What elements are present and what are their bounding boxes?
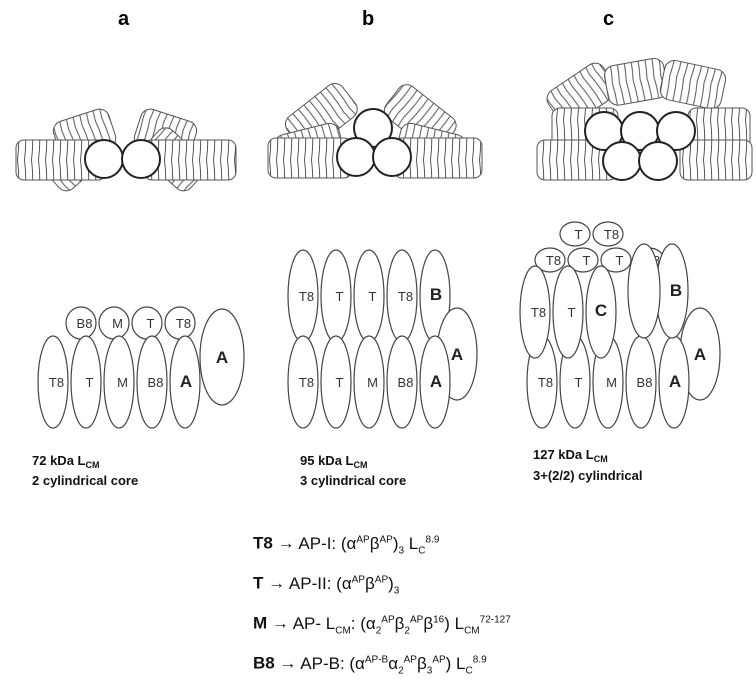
panel-c-front-row: T8 T M B8	[526, 335, 657, 429]
panel-b-caption-line1: 95 kDa LCM	[300, 453, 367, 470]
cylinder	[592, 221, 624, 247]
panel-c-top-illustration	[536, 58, 753, 181]
panel-letter-c: c	[603, 8, 614, 30]
cylinder-label: A	[180, 372, 192, 391]
cylinder-label: T8	[176, 316, 191, 331]
legend-row: T8 → AP-I: (αAPβAP)3 LC8.9	[253, 525, 511, 565]
cylinder-label: T8	[299, 289, 314, 304]
cylinder	[103, 335, 135, 429]
cylinder-label: M	[117, 375, 128, 390]
cylinder-label: T	[369, 289, 377, 304]
cylinder-label: B	[430, 285, 442, 304]
panel-a-top-illustration	[15, 108, 237, 192]
cylinder	[534, 247, 566, 273]
panel-b-front-row: T8 T M B8	[287, 335, 418, 429]
legend-key: B8	[253, 653, 275, 673]
legend-key: T	[253, 573, 264, 593]
svg-text:A: A	[694, 345, 706, 364]
legend-row: M → AP- LCM: (α2APβ2APβ16) LCM72-127	[253, 605, 511, 645]
cylinder	[287, 335, 319, 429]
legend-key: M	[253, 613, 268, 633]
cylinder-label: T	[568, 305, 576, 320]
cylinder	[37, 335, 69, 429]
cylinder-label: T8	[604, 227, 619, 242]
cylinder-label: C	[595, 301, 607, 320]
panel-a-caption-line2: 2 cylindrical core	[32, 473, 138, 488]
legend-text: AP-II: (αAPβAP)3	[288, 573, 400, 597]
svg-text:A: A	[451, 345, 463, 364]
legend-text: AP-B: (αAP-Bα2APβ3AP) LC8.9	[300, 653, 487, 677]
panel-a-caption-line1: 72 kDa LCM	[32, 453, 99, 470]
cylinder	[519, 265, 551, 359]
cylinder-label: T8	[49, 375, 64, 390]
svg-text:A: A	[216, 348, 228, 367]
panel-c-left-block: T8 T	[519, 265, 584, 359]
legend-row: T → AP-II: (αAPβAP)3	[253, 565, 511, 605]
cylinder-label: M	[112, 316, 123, 331]
cylinder	[552, 265, 584, 359]
cylinder-diagrams: AB8MTT8T8TMB8AT8TTT8BAT8TMB8ATT8T8TTT8AT…	[37, 221, 721, 429]
panel-letter-b: b	[362, 8, 374, 30]
cylinder-label: A	[430, 372, 442, 391]
cylinder	[627, 243, 661, 339]
panel-c-top-row: T T8	[559, 221, 624, 247]
cylinder	[567, 247, 599, 273]
panel-c-end-disc: A	[679, 307, 721, 401]
panel-b-top-illustration	[267, 83, 483, 179]
panel-letter-a: a	[118, 8, 130, 30]
cylinder-label: T	[575, 227, 583, 242]
cylinder-label: T8	[538, 375, 553, 390]
cylinder-label: M	[606, 375, 617, 390]
cylinder-label: T	[616, 253, 624, 268]
cylinder-label: T8	[398, 289, 413, 304]
cylinder-label: T8	[299, 375, 314, 390]
cylinder-label: T	[86, 375, 94, 390]
cylinder-label: T	[575, 375, 583, 390]
legend-arrow: →	[271, 613, 289, 633]
cylinder-label: A	[669, 372, 681, 391]
legend: T8 → AP-I: (αAPβAP)3 LC8.9 T → AP-II: (α…	[253, 525, 511, 685]
cylinder-label: T	[336, 289, 344, 304]
legend-key: T8	[253, 533, 273, 553]
legend-arrow: →	[279, 653, 297, 673]
panel-a-front-row: T8 T M B8	[37, 335, 168, 429]
cylinder	[353, 335, 385, 429]
legend-arrow: →	[268, 573, 286, 593]
cylinder-label: T	[147, 316, 155, 331]
cylinder	[386, 335, 418, 429]
cylinder-label: T8	[546, 253, 561, 268]
cylinder-label: T	[583, 253, 591, 268]
legend-text: AP-I: (αAPβAP)3 LC8.9	[298, 533, 440, 557]
cylinder-label: B8	[398, 375, 414, 390]
cylinder	[320, 335, 352, 429]
panel-c-caption-line1: 127 kDa LCM	[533, 447, 608, 464]
cylinder-label: T	[336, 375, 344, 390]
panel-b-caption-line2: 3 cylindrical core	[300, 473, 406, 488]
panel-c-caption-line2: 3+(2/2) cylindrical	[533, 468, 642, 483]
panel-b-top-row: T8 T T T8	[287, 249, 418, 343]
cylinder	[600, 247, 632, 273]
cylinder-label: B8	[77, 316, 93, 331]
legend-row: B8 → AP-B: (αAP-Bα2APβ3AP) LC8.9	[253, 645, 511, 685]
cylinder-label: B8	[148, 375, 164, 390]
cylinder-label: M	[367, 375, 378, 390]
panel-a-back-row: B8 M T T8	[65, 306, 196, 340]
cylinder	[136, 335, 168, 429]
legend-arrow: →	[277, 533, 295, 553]
cylinder-label: B8	[637, 375, 653, 390]
legend-text: AP- LCM: (α2APβ2APβ16) LCM72-127	[292, 613, 511, 637]
cylinder-label: T8	[531, 305, 546, 320]
panel-a-end-disc: A	[199, 308, 245, 406]
cylinder	[70, 335, 102, 429]
cylinder-label: B	[670, 281, 682, 300]
cylinder	[559, 221, 591, 247]
